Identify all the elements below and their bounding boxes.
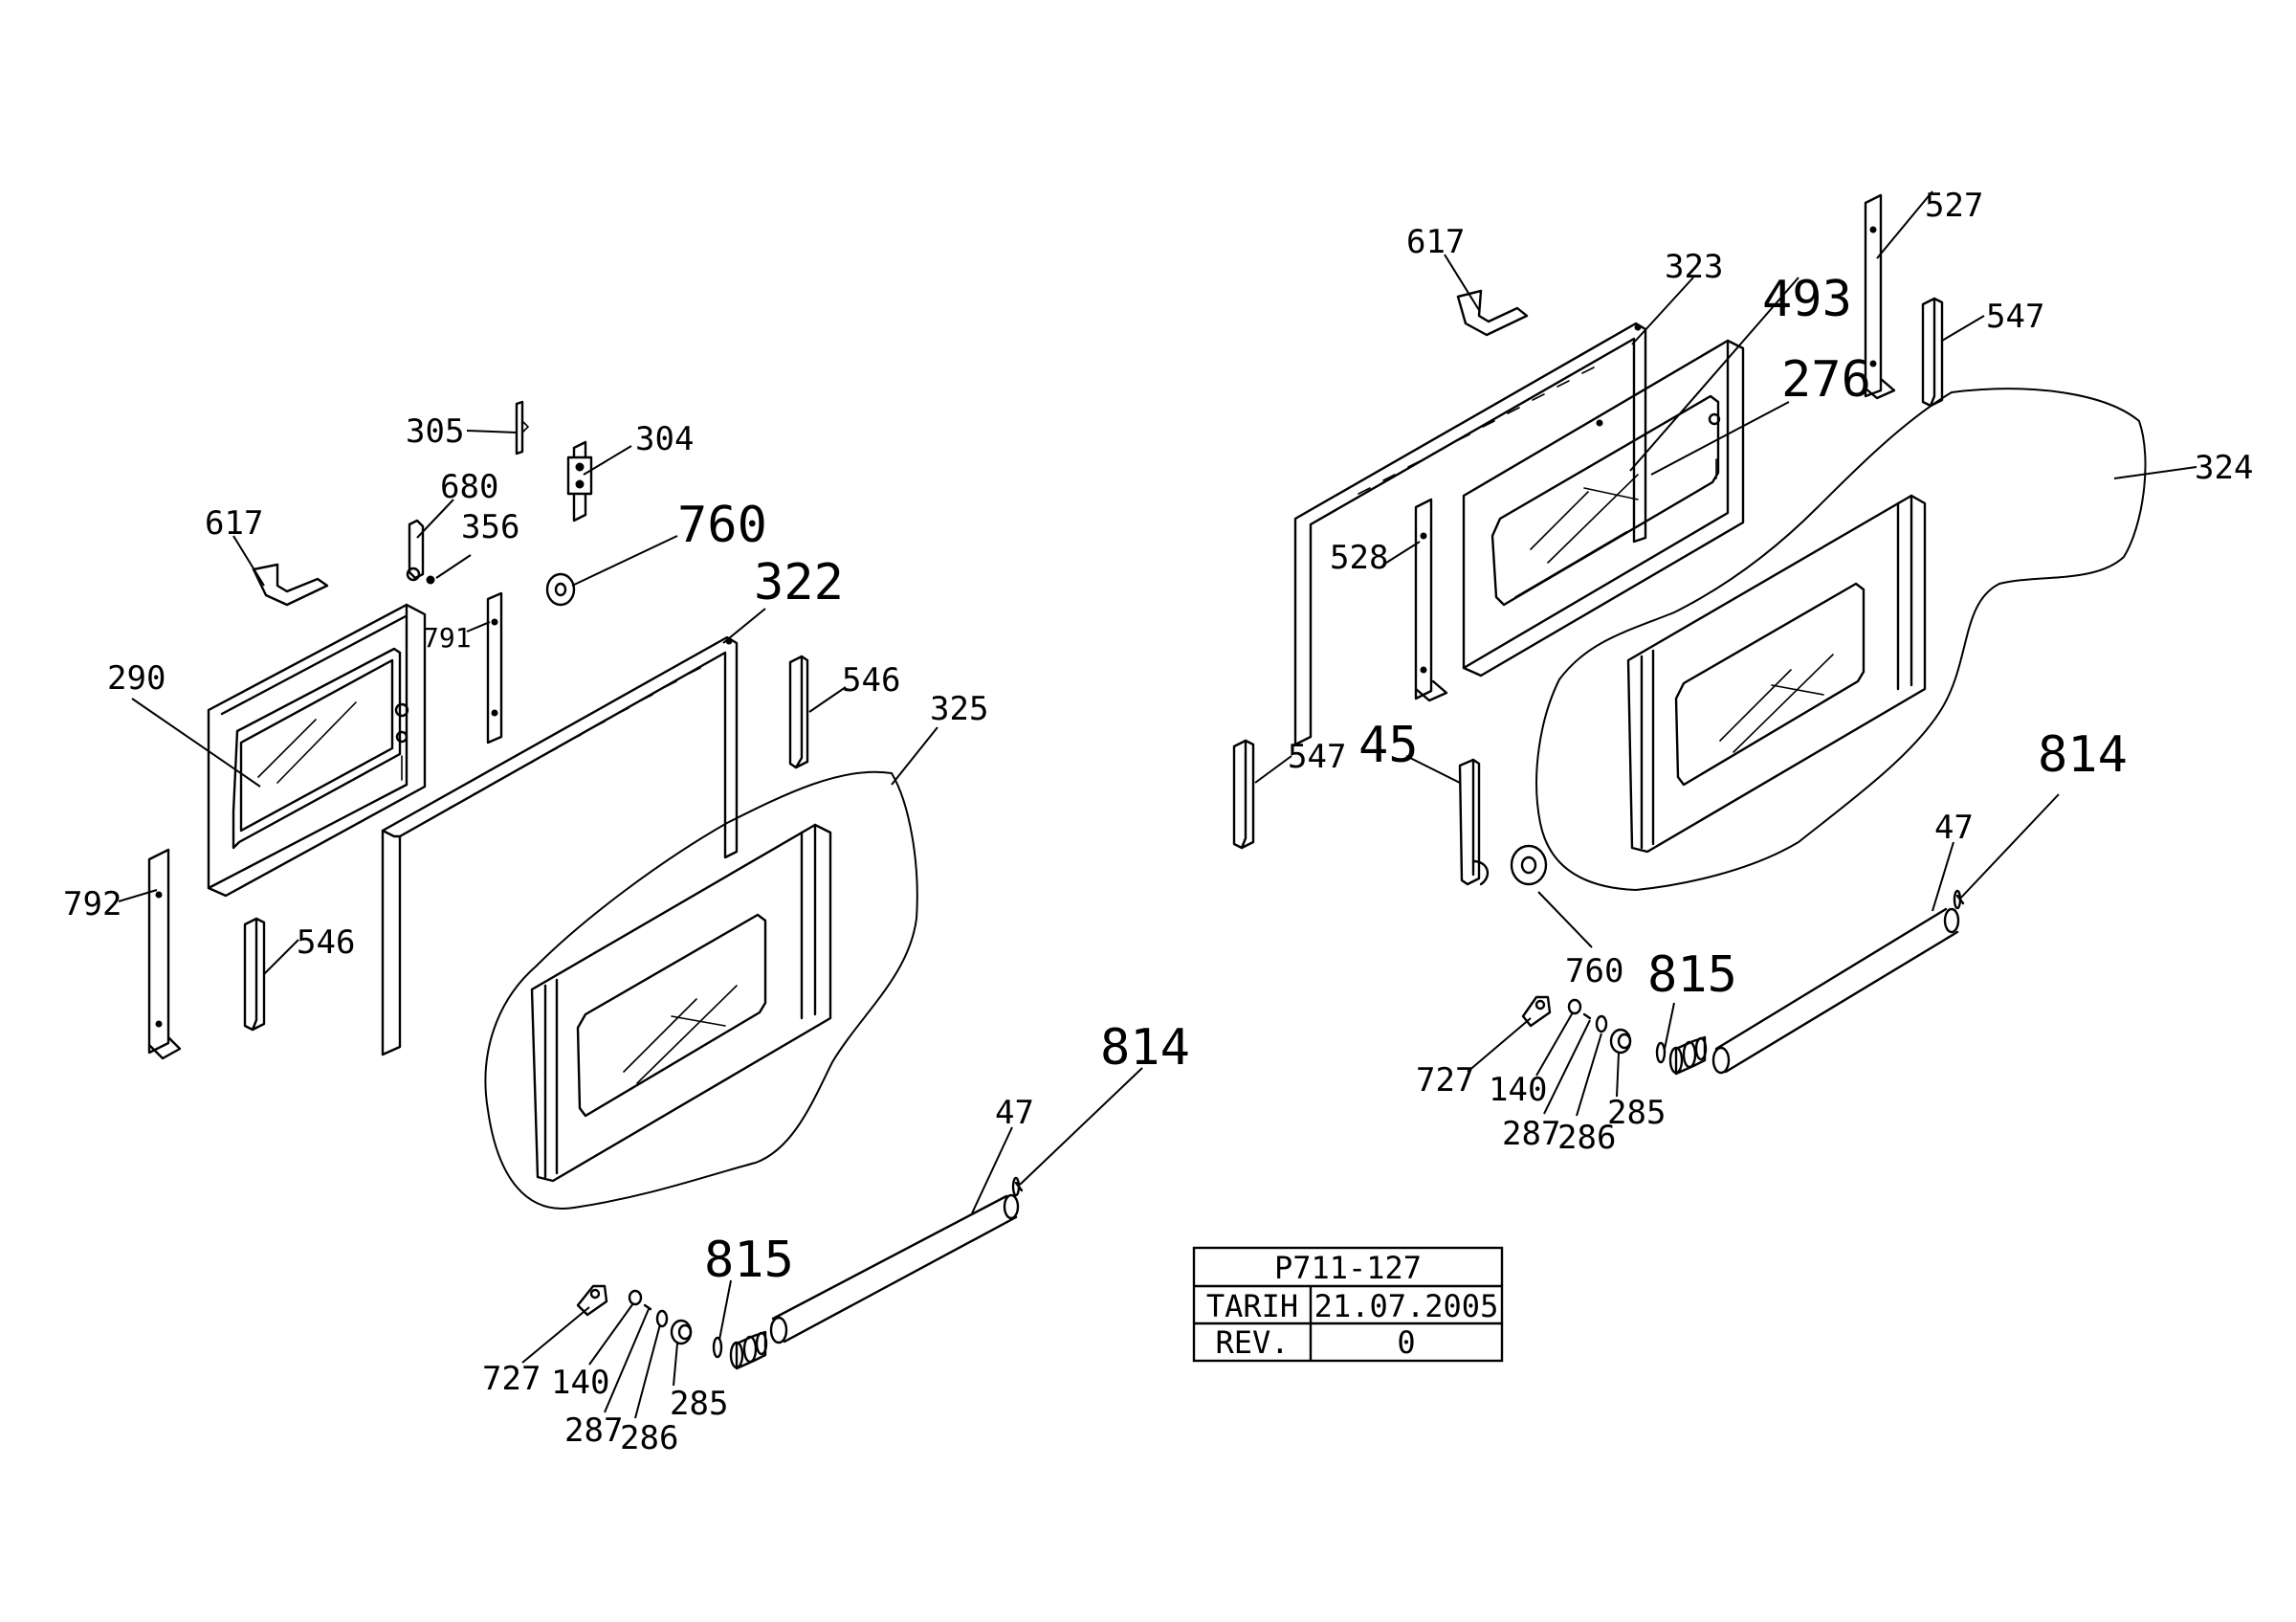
outer-door-325-left	[484, 770, 918, 1210]
drawing-number: P711-127	[1274, 1250, 1422, 1286]
frame-323-right	[1293, 322, 1647, 746]
strip-547-upper-right	[1921, 297, 1944, 408]
rev-value: 0	[1397, 1324, 1415, 1361]
clip-814-right	[1953, 889, 1965, 910]
label-792: 792	[63, 885, 121, 923]
label-493: 493	[1762, 271, 1852, 328]
pin-287-right	[1582, 1012, 1592, 1020]
part-791	[486, 591, 503, 744]
part-45	[1458, 758, 1490, 886]
label-617-right: 617	[1406, 223, 1465, 261]
washer-140-right	[1567, 998, 1582, 1015]
inner-door-290-left	[207, 603, 427, 898]
labels-left: 617 305 304 680 356 760 322 791 290 546 …	[63, 412, 1190, 1457]
washer-760-left	[545, 572, 576, 607]
label-617-left: 617	[205, 504, 263, 543]
part-727-right	[1521, 995, 1552, 1028]
label-760-right: 760	[1565, 952, 1623, 990]
washer-286-right	[1595, 1014, 1608, 1033]
strip-546-upper-left	[788, 655, 809, 769]
washer-140-left	[628, 1289, 643, 1306]
label-527: 527	[1925, 187, 1983, 225]
rev-label: REV.	[1215, 1324, 1289, 1361]
inner-door-493-right	[1462, 339, 1745, 678]
frame-322-left	[381, 635, 739, 1056]
label-814-right: 814	[2038, 726, 2128, 784]
label-286-left: 286	[620, 1419, 678, 1457]
label-815-right: 815	[1647, 946, 1737, 1004]
label-304: 304	[635, 420, 694, 458]
label-322: 322	[754, 554, 844, 611]
washer-760-right	[1510, 844, 1548, 886]
label-285-right: 285	[1607, 1094, 1666, 1132]
label-305: 305	[406, 412, 464, 451]
hinge-bushing-assembly-right	[1655, 1035, 1708, 1076]
label-290: 290	[107, 659, 166, 698]
pin-287-left	[643, 1303, 652, 1311]
part-356	[426, 575, 435, 585]
part-727-left	[576, 1284, 608, 1317]
clip-814-left	[1011, 1176, 1024, 1197]
strip-546-lower-left	[243, 917, 266, 1032]
bracket-617-right	[1456, 289, 1529, 337]
part-680	[406, 519, 425, 582]
title-block: P711-127 TARIH 21.07.2005 REV. 0	[1192, 1246, 1504, 1363]
part-305	[515, 400, 530, 455]
label-276: 276	[1781, 351, 1871, 409]
label-140-right: 140	[1489, 1071, 1547, 1109]
leader-lines	[118, 190, 2197, 1419]
label-286-right: 286	[1557, 1119, 1616, 1157]
label-47-right: 47	[1934, 809, 1974, 847]
label-287-right: 287	[1502, 1115, 1560, 1153]
label-760-left: 760	[677, 497, 767, 554]
bushing-285-right	[1609, 1028, 1632, 1055]
label-287-left: 287	[564, 1411, 623, 1450]
date-label: TARIH	[1206, 1288, 1298, 1324]
label-140-left: 140	[551, 1364, 609, 1402]
tube-47-left	[769, 1193, 1020, 1344]
label-47-left: 47	[995, 1094, 1034, 1132]
label-727-left: 727	[482, 1360, 541, 1398]
label-727-right: 727	[1416, 1061, 1474, 1100]
part-528	[1414, 498, 1448, 702]
label-791: 791	[423, 622, 472, 654]
label-45: 45	[1358, 717, 1419, 774]
part-792	[147, 848, 182, 1060]
label-814-left: 814	[1100, 1019, 1190, 1077]
date-value: 21.07.2005	[1314, 1288, 1499, 1324]
label-285-left: 285	[670, 1385, 728, 1423]
label-528: 528	[1330, 539, 1388, 577]
outer-door-324-right	[1535, 388, 2147, 892]
bushing-285-left	[670, 1319, 693, 1345]
hinge-bushing-assembly-left	[712, 1330, 768, 1370]
label-356: 356	[461, 508, 519, 546]
label-680: 680	[440, 468, 498, 506]
label-546-lower-left: 546	[297, 923, 355, 962]
label-323: 323	[1665, 248, 1723, 286]
label-547-lower-right: 547	[1288, 738, 1346, 776]
washer-286-left	[655, 1309, 669, 1328]
label-324: 324	[2195, 449, 2253, 487]
label-546-upper-left: 546	[842, 661, 900, 700]
labels-right: 617 323 493 527 547 276 324 528 547 45 8…	[1288, 187, 2253, 1157]
label-325: 325	[930, 690, 988, 728]
bracket-617-left	[252, 563, 329, 607]
part-304	[566, 440, 593, 522]
tube-47-right	[1711, 907, 1960, 1075]
label-547-upper-right: 547	[1986, 298, 2044, 336]
label-815-left: 815	[704, 1232, 794, 1289]
strip-547-lower-right	[1232, 739, 1255, 850]
part-527	[1864, 193, 1896, 400]
